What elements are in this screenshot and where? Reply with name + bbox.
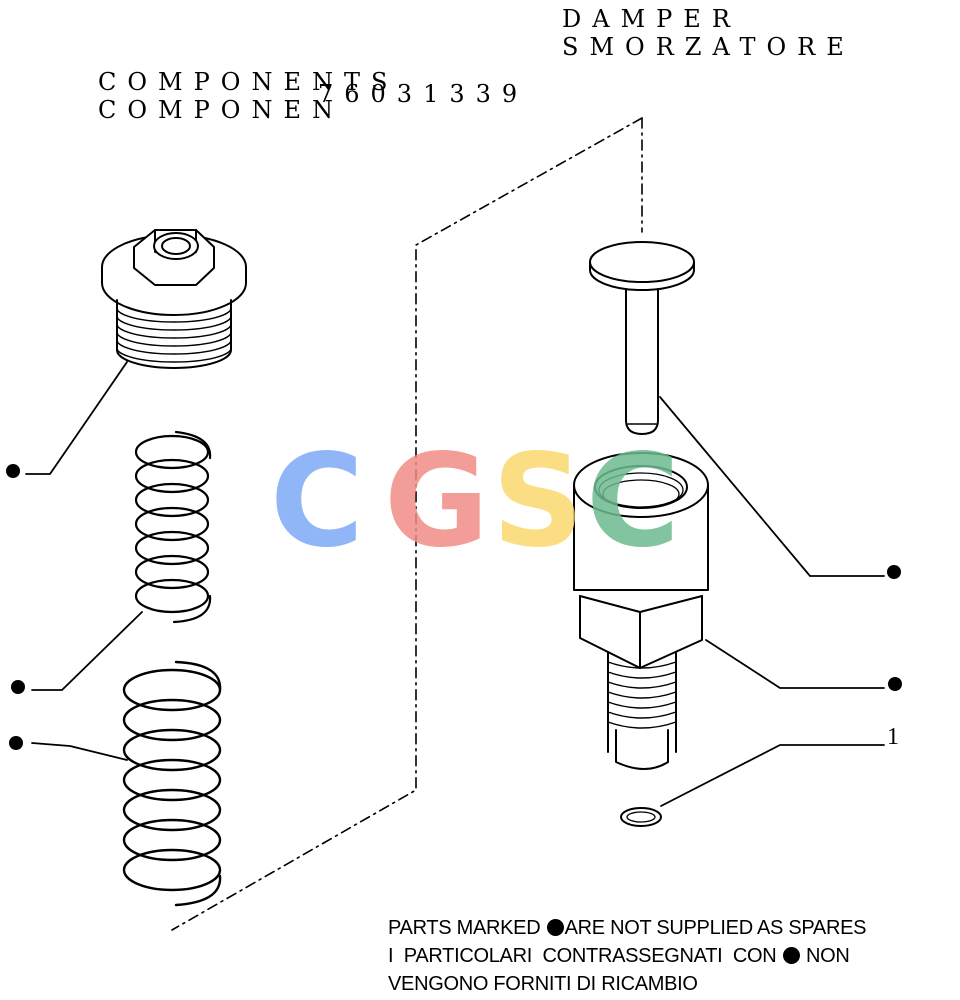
note-text: PARTS MARKED xyxy=(388,917,546,939)
watermark-letter-s: S xyxy=(492,438,584,566)
leader-lines xyxy=(25,361,885,807)
watermark-glyph: G xyxy=(384,427,490,576)
callout-number-1: 1 xyxy=(887,724,899,750)
callout-markers xyxy=(6,464,902,750)
damper-body xyxy=(573,452,709,770)
note-text: I PARTICOLARI CONTRASSEGNATI CON xyxy=(388,945,782,967)
group-componen: COMPONEN xyxy=(98,96,344,124)
filled-circle-icon xyxy=(546,919,564,936)
part-number: 76031339 xyxy=(318,80,529,108)
filled-circle-icon xyxy=(888,677,902,691)
filled-circle-icon xyxy=(11,680,25,694)
watermark-glyph: C xyxy=(270,427,364,576)
title-damper: DAMPER xyxy=(562,5,741,33)
filled-circle-icon xyxy=(782,947,800,964)
watermark-letter-c: C xyxy=(270,438,364,566)
note-text: ARE NOT SUPPLIED AS SPARES xyxy=(564,917,867,939)
note-text: NON xyxy=(800,945,850,967)
plug-nut xyxy=(101,229,247,369)
filled-circle-icon xyxy=(9,736,23,750)
note-line-1: PARTS MARKED ARE NOT SUPPLIED AS SPARES xyxy=(388,916,867,940)
filled-circle-icon xyxy=(887,565,901,579)
large-spring xyxy=(122,660,222,907)
small-spring xyxy=(134,430,212,624)
watermark-letter-c2: C xyxy=(586,438,680,566)
group-components: COMPONENTS xyxy=(98,68,399,96)
title-smorzatore: SMORZATORE xyxy=(562,33,855,61)
watermark-letter-g: G xyxy=(384,438,489,566)
note-line-3: VENGONO FORNITI DI RICAMBIO xyxy=(388,973,698,995)
watermark-glyph: C xyxy=(586,427,680,576)
watermark-glyph: S xyxy=(492,427,585,576)
note-line-2: I PARTICOLARI CONTRASSEGNATI CON NON xyxy=(388,944,850,968)
dash-dot-boundary xyxy=(171,117,643,931)
damper-pin xyxy=(589,241,695,435)
filled-circle-icon xyxy=(6,464,20,478)
o-ring xyxy=(620,807,662,827)
